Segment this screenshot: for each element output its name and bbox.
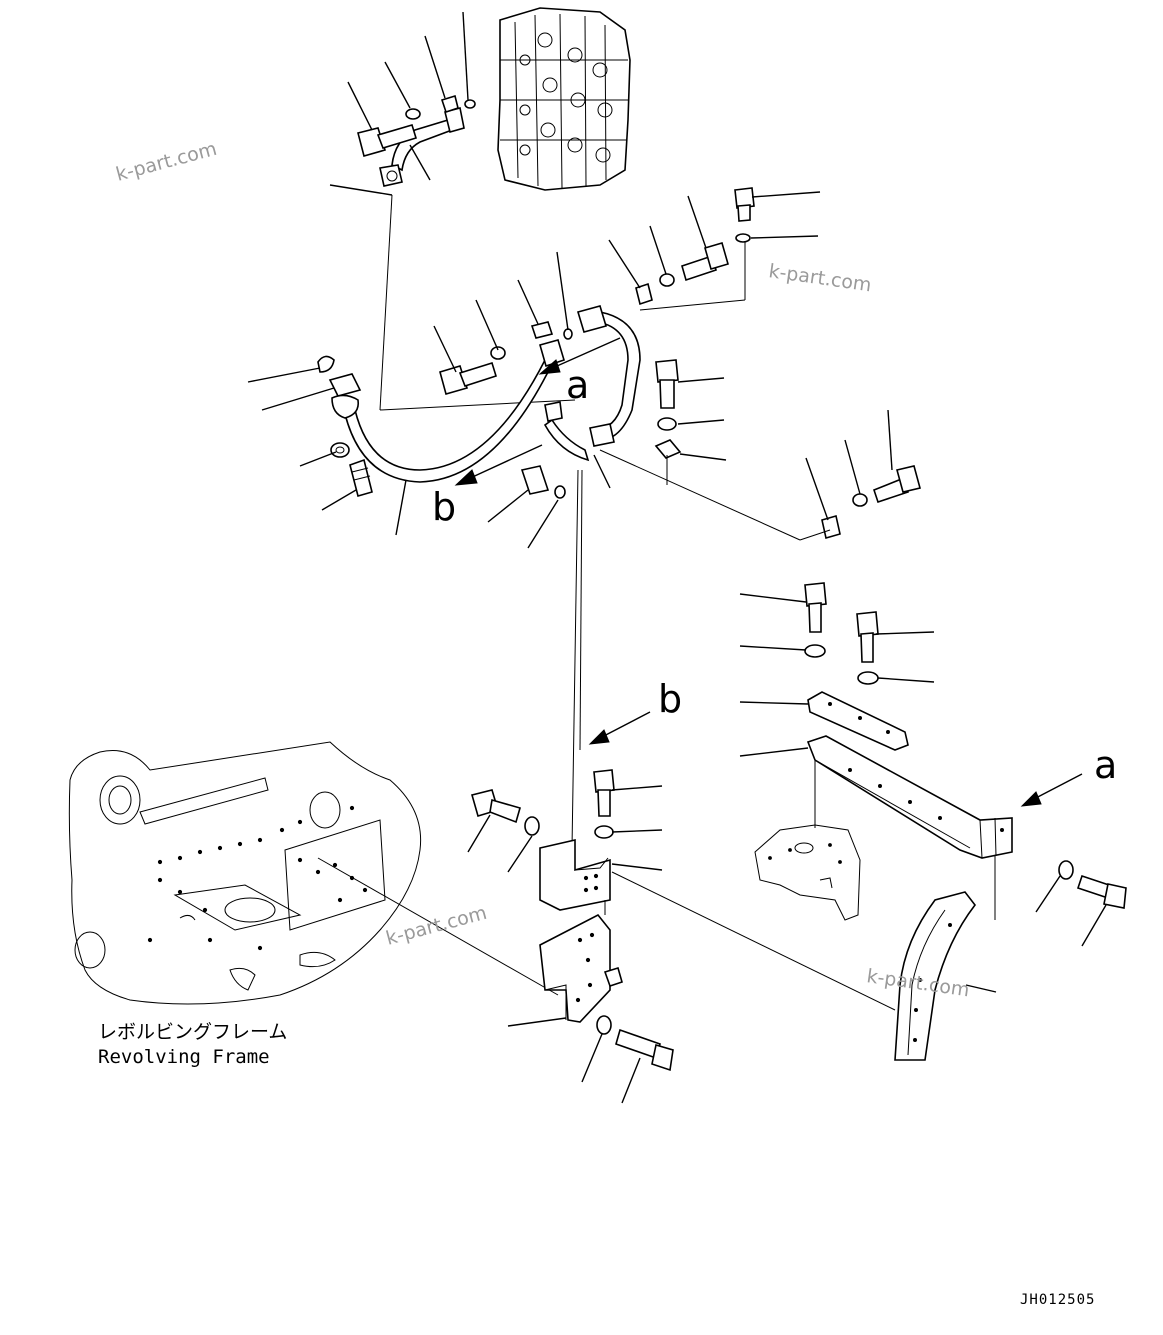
view-letter-b-mid: b [658,677,682,721]
view-letter-a-right: a [1094,743,1117,787]
top-oring[interactable] [464,99,476,109]
ref-line-4 [639,299,746,311]
bracket-lower[interactable] [539,913,623,1023]
leader-lines-lower-b [467,785,663,1104]
oring-right[interactable] [735,233,751,243]
oring-lower-mid[interactable] [554,485,566,499]
plate-right[interactable] [807,691,909,751]
washer-right-upper-1[interactable] [804,644,826,658]
top-hose-fitting[interactable] [379,107,465,187]
elbow-fitting-left[interactable] [328,373,362,419]
ref-line-11 [611,871,896,1011]
view-letter-b-top: b [432,485,456,529]
bolt-right-angled[interactable] [873,465,921,504]
bolt-right-lower[interactable] [1076,874,1127,909]
arrow-a-top [538,337,621,375]
clip-vertical-mid[interactable] [654,439,682,459]
drawing-code: JH012505 [1020,1292,1095,1308]
view-letter-a-top: a [566,363,589,407]
washer-left[interactable] [330,442,350,458]
leader-lines-right [739,593,1107,993]
washer-right-upper-2[interactable] [857,671,879,685]
control-valve[interactable] [497,7,631,191]
washer-bracket-lower[interactable] [596,1015,612,1035]
clamp-center[interactable] [635,282,653,306]
ref-line-8 [571,469,579,849]
bolt-bracket-lower[interactable] [615,1028,674,1072]
bolt-right-upper-1[interactable] [804,582,827,633]
cap-left[interactable] [317,355,335,373]
washer-vertical-mid[interactable] [657,417,677,431]
washer-right-lower[interactable] [1058,860,1074,880]
frame-label-en: Revolving Frame [98,1046,270,1068]
clip-right-angled[interactable] [821,514,841,540]
bolt-center-top[interactable] [681,242,729,282]
ref-line-2 [379,399,576,411]
ref-line-10 [317,857,559,996]
washer-mid-left[interactable] [490,346,506,360]
arrow-b-mid [588,711,651,745]
beam-right[interactable] [806,735,1013,859]
bolt-right-upper-2[interactable] [856,611,879,663]
watermark-2: k-part.com [767,260,873,296]
ref-line-6 [599,449,801,541]
long-hose-b[interactable] [344,339,565,483]
frame-label-jp: レボルビングフレーム [98,1021,287,1043]
washer-lower-left[interactable] [524,816,540,836]
washer-lower-vertical[interactable] [594,825,614,839]
curved-support-right[interactable] [894,891,977,1061]
ref-line-9 [579,469,583,751]
top-bolt[interactable] [357,124,418,157]
bolt-mid-left[interactable] [439,361,497,395]
support-block-right[interactable] [754,824,861,921]
leader-lines-top [329,11,469,196]
fitting-left-lower[interactable] [349,458,373,497]
top-clip[interactable] [440,94,459,114]
bolt-vertical-mid[interactable] [655,359,679,409]
fitting-lower-mid[interactable] [520,465,550,495]
arrow-a-right [1020,773,1083,807]
leader-lines-mid [247,191,893,549]
arrow-b-top [454,444,543,486]
watermark-3: k-part.com [384,902,490,950]
washer-right-angled[interactable] [852,493,868,507]
clip-mid-left[interactable] [530,321,554,339]
bolt-lower-vertical[interactable] [593,769,615,817]
bolt-right-vertical[interactable] [734,187,755,222]
tee-fitting-center[interactable] [543,401,615,462]
ref-line-1 [379,194,393,411]
washer-center[interactable] [659,273,675,287]
bracket-upper-l[interactable] [539,838,611,911]
watermark-1: k-part.com [114,138,220,186]
bolt-lower-left[interactable] [471,789,521,824]
top-washer[interactable] [405,108,421,120]
ref-line-7 [799,529,831,541]
oring-mid[interactable] [563,328,573,340]
revolving-frame[interactable] [68,741,422,1005]
